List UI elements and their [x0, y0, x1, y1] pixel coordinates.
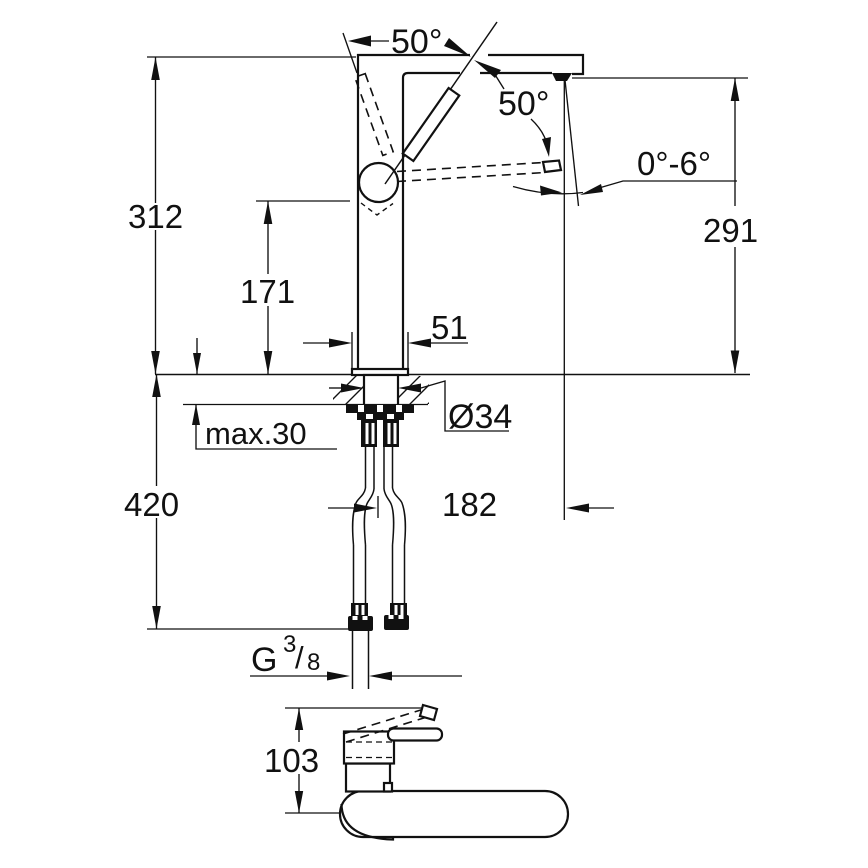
- arrowhead-left-icon: [369, 671, 392, 681]
- arrowhead-up-icon: [294, 708, 304, 730]
- spout-arm-undercurve: [340, 803, 395, 841]
- arrowhead-up-icon: [152, 374, 161, 397]
- arrowhead-down-icon: [542, 137, 551, 157]
- dimension-body-width: 51: [303, 309, 468, 369]
- lever-raised-tip: [418, 703, 439, 722]
- dimension-swivel-range: 0°-6°: [512, 79, 737, 520]
- mounting-shank: [362, 373, 400, 407]
- thread-tail-pipe: [351, 631, 370, 689]
- thread-label-g: G: [251, 641, 277, 679]
- cartridge-hidden-lines: [346, 741, 392, 759]
- handle-dashed-endcap: [541, 159, 563, 174]
- threaded-stud-left: [361, 420, 377, 447]
- extension-lines: [351, 332, 409, 369]
- arrowhead-left-icon: [348, 35, 371, 47]
- extension-lines: [285, 707, 433, 814]
- body-inner-contour: [401, 71, 552, 369]
- dimension-dia34-label: Ø34: [448, 398, 512, 436]
- dimension-handle-angle-front: 50°: [474, 60, 551, 157]
- dimension-51-label: 51: [431, 309, 468, 346]
- pivot-ball: [357, 161, 400, 204]
- handle-grip-solid: [401, 86, 461, 163]
- dimension-hose-drop: 420: [124, 374, 348, 630]
- dimension-spout-reach: 182: [328, 486, 614, 523]
- arrowhead-down-icon: [151, 351, 160, 374]
- thread-label-slash: /: [295, 640, 304, 675]
- arrowhead-down-icon: [263, 351, 273, 374]
- dimension-swivel-label: 0°-6°: [637, 145, 711, 182]
- arrowhead-up-icon: [263, 201, 273, 224]
- lever-horizontal: [386, 727, 444, 742]
- arrowhead-right-icon: [341, 383, 364, 393]
- threaded-stud-right: [383, 420, 399, 447]
- body-front: [344, 762, 392, 793]
- thread-label-numerator: 3: [283, 631, 296, 658]
- arrowhead-up-icon: [730, 78, 740, 101]
- arrowhead-left-icon: [566, 503, 589, 513]
- hose-ferrule-left: [351, 603, 368, 617]
- hose-ferrule-right: [390, 603, 407, 617]
- thread-label-denominator: 8: [307, 649, 320, 676]
- arrowhead-down-icon: [152, 606, 161, 629]
- body-front-notch: [382, 781, 394, 793]
- under-counter-assembly: [346, 373, 414, 689]
- hose-nut-right: [384, 615, 409, 630]
- handle-axis-dashed-up: [342, 32, 358, 74]
- dimension-pivot-height: 171: [240, 200, 350, 374]
- arrowhead-right-icon: [329, 338, 352, 348]
- dimension-291-label: 291: [703, 212, 758, 249]
- arrowhead-left-icon: [580, 184, 603, 195]
- arrowhead-right-icon: [327, 671, 350, 681]
- arrowhead-right-icon: [540, 185, 562, 196]
- dimension-deck-thickness: max.30: [192, 338, 337, 451]
- hose-nut-left: [348, 616, 373, 631]
- arrowhead-up-icon: [151, 57, 160, 80]
- dimension-shank-diameter: Ø34: [329, 380, 512, 436]
- cartridge-front: [342, 730, 396, 765]
- dimension-171-label: 171: [240, 273, 295, 310]
- faucet-side-view: [342, 21, 585, 377]
- arrowhead-down-icon: [294, 791, 304, 813]
- dimension-total-height: 312: [128, 56, 356, 374]
- spout-outlet: [552, 73, 572, 81]
- faucet-front-view: 103: [264, 703, 570, 841]
- leader-line: [420, 380, 509, 432]
- hose-lower-sections: [352, 545, 406, 603]
- arrowhead-down-icon: [730, 350, 740, 374]
- dimension-182-label: 182: [442, 486, 497, 523]
- arrowhead-left-icon: [408, 338, 431, 348]
- arrowhead-down-icon: [193, 353, 201, 374]
- leader-line: [493, 72, 505, 90]
- dimension-50deg-front-label: 50°: [498, 85, 549, 123]
- body-outer-contour: [356, 53, 585, 369]
- dimension-thread-size: G 3 / 8: [250, 631, 462, 681]
- arrowhead-bowtie-lower-icon: [474, 60, 501, 78]
- dimension-spout-height: 291: [572, 77, 758, 374]
- arrowhead-bowtie-upper-icon: [444, 38, 471, 57]
- handle-dashed-horizontal: [396, 161, 546, 183]
- arrowhead-up-icon: [192, 404, 200, 425]
- handle-hidden-detail: [360, 202, 394, 216]
- handle-grip-dashed-up: [353, 72, 395, 157]
- hose-flex-curves: [351, 487, 407, 546]
- dimension-max30-label: max.30: [205, 416, 307, 451]
- arrowhead-left-icon: [398, 383, 421, 393]
- spout-arm-front: [338, 789, 570, 839]
- hose-upper-tails: [364, 447, 394, 489]
- dimension-420-label: 420: [124, 486, 179, 523]
- washer: [357, 413, 404, 420]
- spout-axis-tilted: [564, 79, 580, 207]
- leader-line: [598, 180, 737, 189]
- dimension-312-label: 312: [128, 198, 183, 235]
- dimension-103-label: 103: [264, 742, 319, 779]
